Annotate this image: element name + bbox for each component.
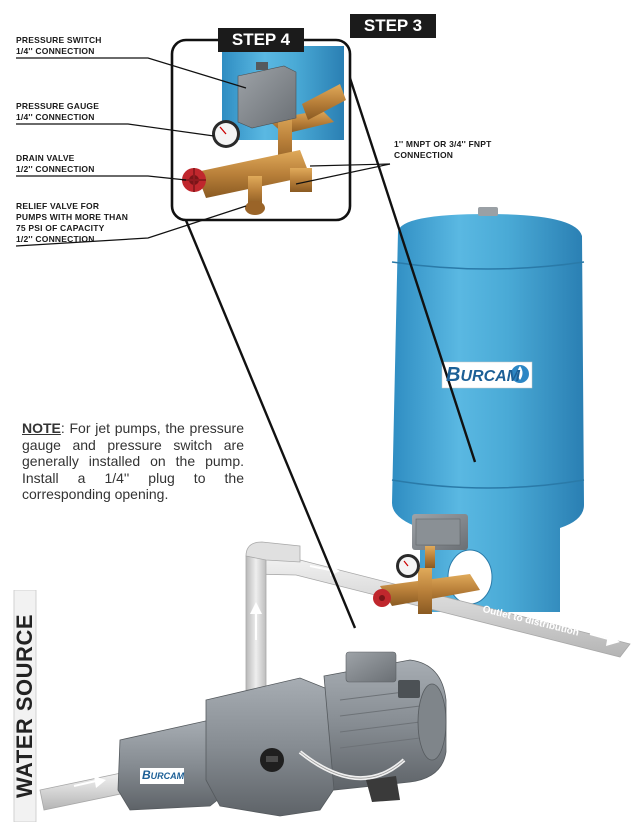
pump-brand-logo: BURCAM — [142, 768, 184, 782]
water-source-label: WATER SOURCE — [10, 590, 40, 822]
drain-valve-label: DRAIN VALVE 1/2'' CONNECTION — [16, 153, 95, 175]
jet-pump — [40, 652, 446, 816]
note-paragraph: NOTE: For jet pumps, the pressure gauge … — [22, 420, 244, 503]
closeup-box — [172, 40, 350, 220]
tank-brand-text: URCAM — [460, 368, 520, 385]
pump-brand-initial: B — [142, 768, 151, 782]
step-4-badge: STEP 4 — [218, 28, 304, 52]
note-label: NOTE — [22, 420, 61, 436]
water-source-banner: WATER SOURCE — [10, 590, 40, 822]
pressure-gauge-label: PRESSURE GAUGE 1/4'' CONNECTION — [16, 101, 99, 123]
mnpt-connection-label: 1'' MNPT OR 3/4'' FNPT CONNECTION — [394, 139, 492, 161]
pump-brand-text: URCAM — [151, 771, 185, 781]
pressure-tank — [392, 207, 584, 612]
relief-valve-label: RELIEF VALVE FOR PUMPS WITH MORE THAN 75… — [16, 201, 128, 245]
step-3-badge: STEP 3 — [350, 14, 436, 38]
tank-brand-logo: BURCAM — [446, 364, 520, 387]
tank-brand-initial: B — [446, 364, 460, 386]
pressure-switch-label: PRESSURE SWITCH 1/4'' CONNECTION — [16, 35, 102, 57]
